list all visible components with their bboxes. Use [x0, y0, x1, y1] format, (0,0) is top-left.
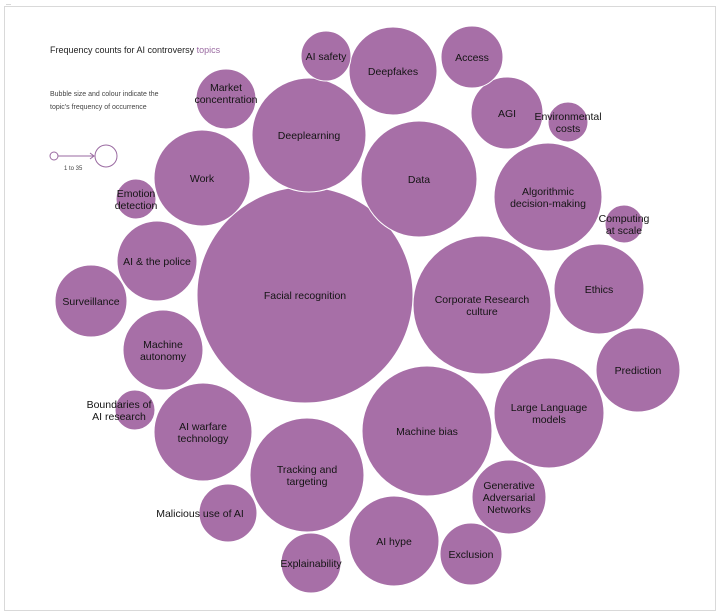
bubble-access	[440, 25, 504, 89]
size-legend-graphic	[49, 144, 118, 168]
bubble-explainability	[280, 532, 342, 594]
bubble-ai-and-the-police	[116, 220, 198, 302]
bubble-ai-warfare-technology	[153, 382, 253, 482]
bubble-ai-safety	[300, 30, 352, 82]
bubble-generative-adversarial-networks	[471, 459, 547, 535]
bubble-label-deeplearning: Deeplearning	[278, 130, 341, 142]
legend-large-circle	[94, 144, 118, 168]
size-legend: 1 to 35	[44, 143, 124, 178]
bubble-surveillance	[54, 264, 128, 338]
bubble-exclusion	[439, 522, 503, 586]
bubble-machine-autonomy	[122, 309, 204, 391]
bubble-label-ai-safety: AI safety	[306, 51, 348, 63]
bubble-data	[360, 120, 478, 238]
bubble-work	[153, 129, 251, 227]
size-legend-label: 1 to 35	[64, 166, 83, 172]
bubble-label-exclusion: Exclusion	[449, 549, 494, 561]
chart-title-text: Frequency counts for AI controversy	[50, 45, 197, 55]
bubble-label-deepfakes: Deepfakes	[368, 66, 418, 78]
bubble-deepfakes	[348, 26, 438, 116]
chart-title-accent: topics	[196, 45, 221, 55]
bubble-emotion-detection	[115, 178, 157, 220]
bubble-malicious-use-of-ai	[198, 483, 258, 543]
bubble-tracking-and-targeting	[249, 417, 365, 533]
bubble-boundaries-of-ai-research	[114, 389, 156, 431]
bubble-label-data: Data	[408, 174, 430, 186]
bubble-label-facial-recognition: Facial recognition	[264, 290, 346, 302]
bubble-agi	[470, 76, 544, 150]
bubble-label-ethics: Ethics	[585, 284, 614, 296]
bubble-market-concentration	[195, 68, 257, 130]
bubble-label-machine-bias: Machine bias	[396, 426, 458, 438]
chart-title: Frequency counts for AI controversy topi…	[50, 45, 220, 55]
bubble-large-language-models	[493, 357, 605, 469]
bubble-corporate-research-culture	[412, 235, 552, 375]
bubble-machine-bias	[361, 365, 493, 497]
bubble-deeplearning	[251, 77, 367, 193]
bubble-label-ai-hype: AI hype	[376, 536, 412, 548]
bubble-computing-at-scale	[604, 204, 644, 244]
bubble-label-explainability: Explainability	[280, 558, 342, 570]
bubble-label-prediction: Prediction	[615, 365, 662, 377]
bubble-label-malicious-use-of-ai: Malicious use of AI	[156, 508, 244, 520]
bubble-label-surveillance: Surveillance	[62, 296, 119, 308]
bubble-ai-hype	[348, 495, 440, 587]
bubble-prediction	[595, 327, 681, 413]
bubble-ethics	[553, 243, 645, 335]
bubble-environmental-costs	[547, 101, 589, 143]
legend-arrow-head	[89, 152, 95, 160]
bubble-label-access: Access	[455, 52, 489, 64]
chart-subtitle: Bubble size and colour indicate the topi…	[50, 91, 159, 111]
bubble-label-agi: AGI	[498, 108, 516, 120]
bubble-label-work: Work	[190, 173, 215, 185]
corner-mark: —	[6, 2, 11, 8]
bubble-label-ai-and-the-police: AI & the police	[123, 256, 191, 268]
bubble-algorithmic-decision-making	[493, 142, 603, 252]
